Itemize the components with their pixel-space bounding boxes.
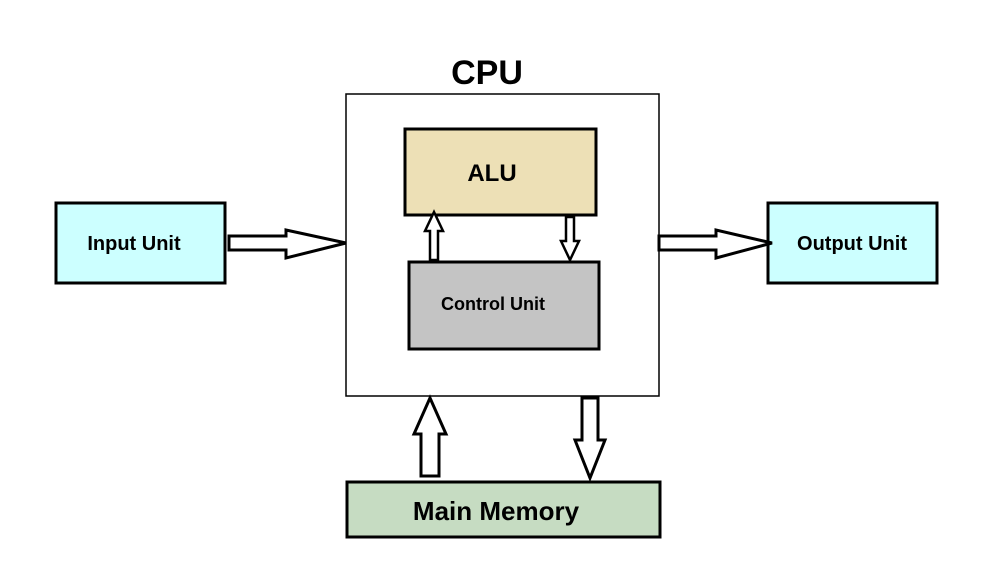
memory-to-cpu-arrow xyxy=(411,394,449,478)
control-to-alu-arrow xyxy=(423,209,445,262)
main-memory-label: Main Memory xyxy=(413,496,580,526)
alu-to-control-arrow xyxy=(559,215,581,263)
control-unit-box xyxy=(407,260,601,351)
control-unit-label: Control Unit xyxy=(441,294,545,314)
output-unit-label: Output Unit xyxy=(797,233,907,255)
control-unit-block: Control Unit xyxy=(407,260,601,351)
main-memory-block: Main Memory xyxy=(345,480,662,539)
alu-label: ALU xyxy=(467,160,516,187)
input-to-cpu-arrow xyxy=(227,228,347,260)
alu-block: ALU xyxy=(403,127,598,217)
main-memory-box xyxy=(345,480,662,539)
output-unit-block: Output Unit xyxy=(766,201,939,285)
cpu-to-memory-arrow xyxy=(572,396,608,483)
input-unit-block: Input Unit xyxy=(54,201,227,285)
output-unit-box xyxy=(766,201,939,285)
alu-box xyxy=(403,127,598,217)
input-unit-box xyxy=(54,201,227,285)
cpu-to-output-arrow xyxy=(657,228,773,260)
cpu-title: CPU xyxy=(451,54,523,92)
input-unit-label: Input Unit xyxy=(87,233,181,255)
